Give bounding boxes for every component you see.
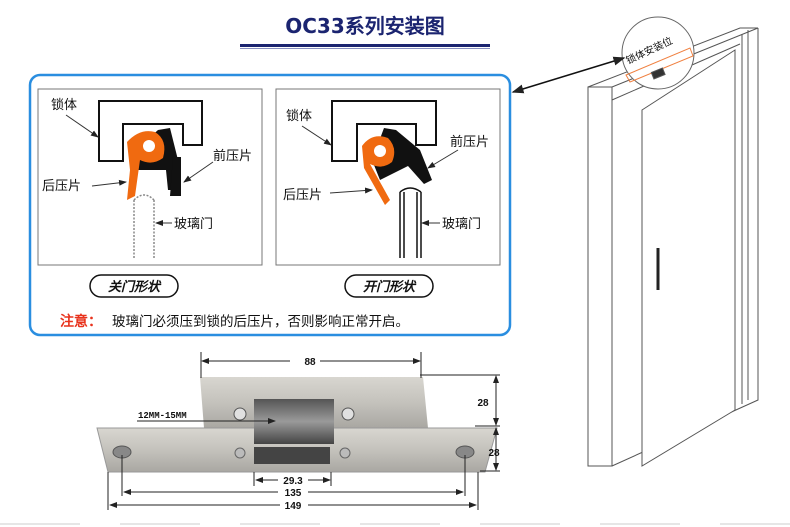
front-plate-label: 前压片 xyxy=(450,134,489,150)
closed-door-diagram: 锁体 前压片 后压片 玻璃门 xyxy=(37,88,263,266)
dim-top-width: 88 xyxy=(304,357,316,368)
svg-text:关门形状: 关门形状 xyxy=(108,279,162,295)
lock-body-label: 锁体 xyxy=(51,97,77,113)
svg-text:开门形状: 开门形状 xyxy=(363,279,417,295)
note-text: 玻璃门必须压到锁的后压片，否则影响正常开启。 xyxy=(112,313,409,330)
door-illustration: 锁体安装位 xyxy=(587,16,759,467)
open-door-diagram: 锁体 前压片 后压片 玻璃门 xyxy=(275,88,501,266)
dim-lower-height: 28 xyxy=(488,448,500,459)
dim-thickness-range: 12MM-15MM xyxy=(138,411,187,421)
rear-plate-label: 后压片 xyxy=(42,179,81,194)
dim-latch-width: 29.3 xyxy=(283,476,303,487)
page-title: OC33系列安装图 xyxy=(285,14,445,38)
glass-door-label: 玻璃门 xyxy=(174,217,213,232)
dim-total-length: 149 xyxy=(285,501,302,512)
front-plate-label: 前压片 xyxy=(213,148,252,164)
dim-hole-spacing: 135 xyxy=(285,488,302,499)
rear-plate-label: 后压片 xyxy=(283,188,322,203)
closed-caption: 关门形状 xyxy=(89,274,179,298)
lock-body-label: 锁体 xyxy=(286,108,312,124)
dimension-lines xyxy=(107,352,500,510)
callout-arrow xyxy=(511,56,626,94)
glass-door-label: 玻璃门 xyxy=(442,217,481,232)
note-label: 注意： xyxy=(60,313,102,330)
title-underline xyxy=(240,44,490,47)
strike-plate-photo xyxy=(96,377,498,473)
dim-upper-height: 28 xyxy=(477,398,489,409)
open-caption: 开门形状 xyxy=(344,274,434,298)
